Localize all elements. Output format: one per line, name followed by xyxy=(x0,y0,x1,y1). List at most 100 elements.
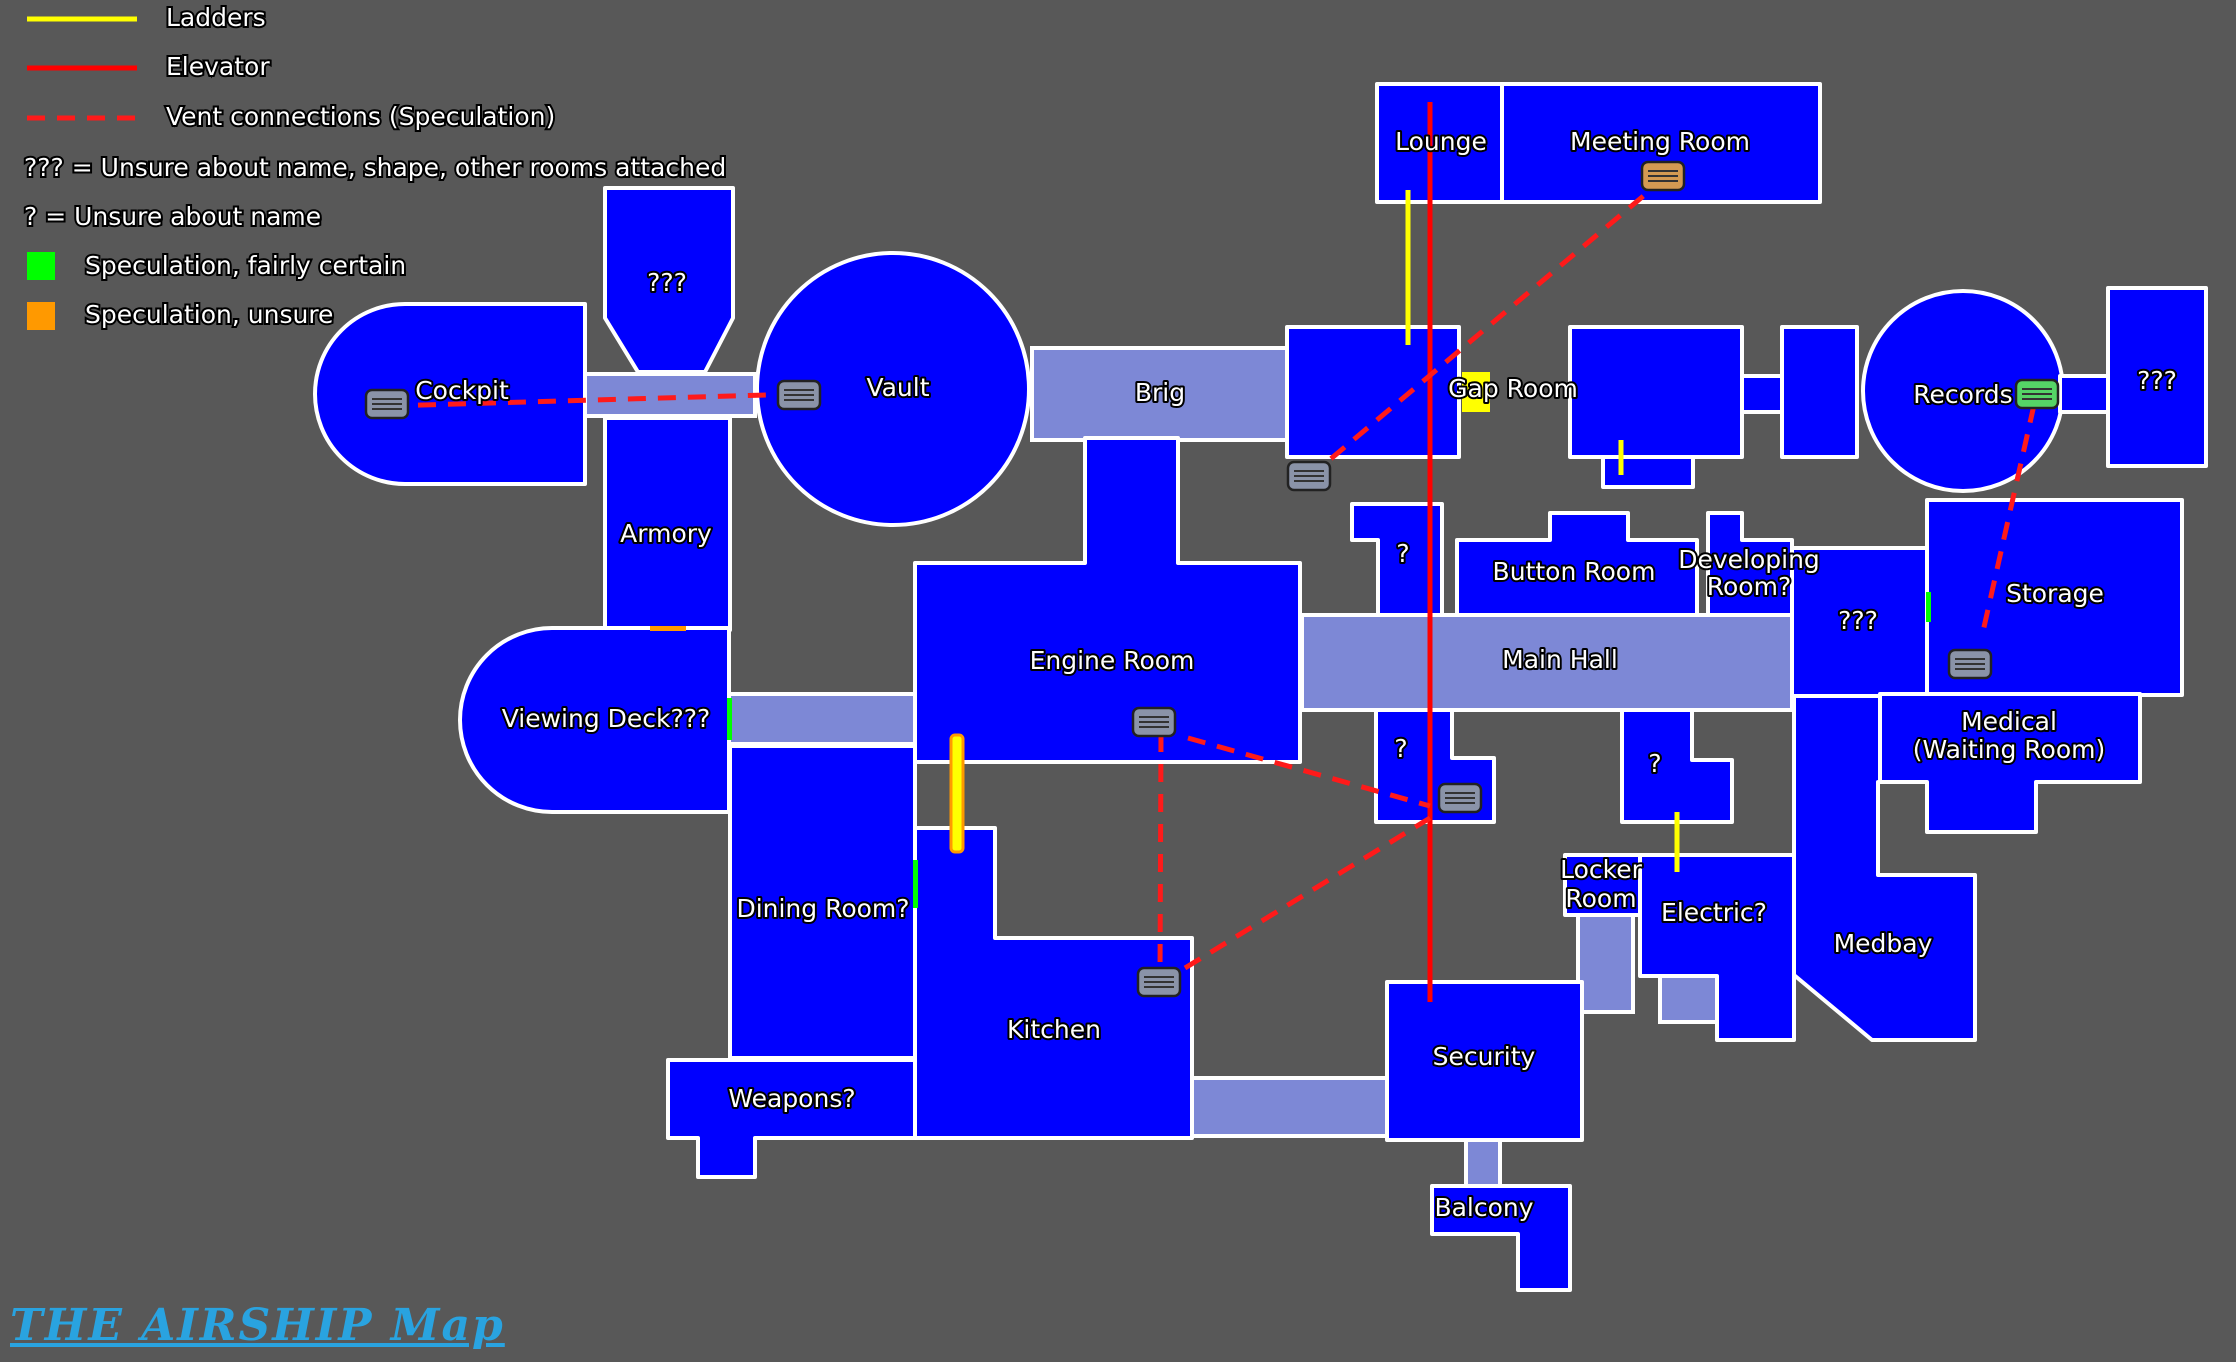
room-vault xyxy=(755,251,1031,527)
label-q-lower: ? xyxy=(1394,734,1407,763)
label-records: Records xyxy=(1913,380,2012,409)
vent-icon xyxy=(1136,966,1182,998)
label-gap-room: Gap Room xyxy=(1448,374,1578,403)
vent-connections xyxy=(387,180,2037,978)
label-q-upper: ? xyxy=(1396,539,1409,568)
vent-engine-kitchen xyxy=(1157,733,1164,978)
label-medical-1: Medical xyxy=(1961,707,2057,736)
label-developing-room-2: Room? xyxy=(1707,572,1791,601)
label-medbay: Medbay xyxy=(1834,929,1933,958)
label-lounge: Lounge xyxy=(1395,127,1487,156)
room-gap-room-small xyxy=(1780,325,1859,459)
vent-cockpit-vault xyxy=(387,391,801,409)
label-unknown-mid: ??? xyxy=(1838,606,1878,635)
vent-icon xyxy=(1947,648,1993,680)
room-medbay xyxy=(1792,694,1977,1042)
map-title[interactable]: THE AIRSHIP Map xyxy=(10,1300,505,1351)
marker-storage-door xyxy=(1926,592,1931,622)
label-electric: Electric? xyxy=(1661,898,1767,927)
marker-viewing-deck-door xyxy=(727,698,732,740)
legend-elevator-label: Elevator xyxy=(166,52,270,81)
vent-records-storage xyxy=(1979,404,2037,637)
room-lounge xyxy=(1375,82,1504,204)
hallway-main-hall xyxy=(1300,613,1794,712)
label-brig: Brig xyxy=(1135,378,1185,407)
room-unknown-top xyxy=(603,186,735,374)
room-gap-room-right xyxy=(1568,325,1744,459)
label-vault: Vault xyxy=(866,373,929,402)
vent-icon xyxy=(2014,378,2060,410)
label-meeting-room: Meeting Room xyxy=(1570,127,1750,156)
vent-brig-meeting xyxy=(1306,180,1662,480)
label-balcony: Balcony xyxy=(1434,1193,1533,1222)
room-engine-room xyxy=(913,436,1302,764)
gap-ladder-marker xyxy=(1462,372,1490,412)
connector-records-unknown xyxy=(2058,374,2112,414)
vent-icon xyxy=(364,388,410,420)
label-button-room: Button Room xyxy=(1493,557,1656,586)
room-button-room xyxy=(1455,511,1699,617)
legend-unsure-all: ??? = Unsure about name, shape, other ro… xyxy=(24,153,726,182)
vent-icon xyxy=(1286,460,1332,492)
hallway-viewing-engine xyxy=(726,692,920,746)
label-dining-room: Dining Room? xyxy=(736,894,909,923)
marker-armory-door xyxy=(650,626,686,631)
hallways xyxy=(583,346,1794,1190)
label-armory: Armory xyxy=(620,519,712,548)
legend-ladders-label: Ladders xyxy=(166,3,266,32)
room-unknown-right xyxy=(2106,286,2208,468)
room-cockpit xyxy=(313,302,587,486)
connector-gap-records xyxy=(1740,374,1784,414)
label-locker-room-2: Room xyxy=(1565,884,1636,913)
transport-lines xyxy=(949,102,1680,1002)
label-security: Security xyxy=(1433,1042,1536,1071)
room-q-right xyxy=(1620,708,1734,824)
room-labels: Cockpit ??? Vault Brig Armory Viewing De… xyxy=(413,125,2179,1224)
label-viewing-deck: Viewing Deck??? xyxy=(502,704,711,733)
room-unknown-mid xyxy=(1790,546,1929,698)
label-unknown-top: ??? xyxy=(647,268,687,297)
room-gap-room-annex xyxy=(1601,455,1695,489)
label-medical-2: (Waiting Room) xyxy=(1913,735,2106,764)
room-q-upper xyxy=(1350,502,1444,617)
label-locker-room-1: Locker xyxy=(1560,855,1642,884)
room-armory xyxy=(603,416,732,632)
room-weapons xyxy=(666,1058,917,1179)
label-unknown-right: ??? xyxy=(2137,366,2177,395)
room-dining-room xyxy=(728,744,917,1060)
label-kitchen: Kitchen xyxy=(1007,1015,1101,1044)
legend-fairly-certain-label: Speculation, fairly certain xyxy=(85,251,406,280)
legend-fairly-certain-swatch xyxy=(27,252,55,280)
vent-engine-mainhall xyxy=(1187,735,1431,809)
label-weapons: Weapons? xyxy=(728,1084,855,1113)
room-developing-room xyxy=(1706,511,1794,617)
legend: Ladders Elevator Vent connections (Specu… xyxy=(22,1,728,331)
room-balcony xyxy=(1430,1184,1572,1292)
label-storage: Storage xyxy=(2006,579,2104,608)
legend-unsure-label: Speculation, unsure xyxy=(85,300,333,329)
vent-icon xyxy=(1131,706,1177,738)
legend-unsure-name: ? = Unsure about name xyxy=(24,202,321,231)
label-engine-room: Engine Room xyxy=(1030,646,1195,675)
marker-dining-door xyxy=(913,860,918,908)
vent-icons xyxy=(364,160,2060,998)
label-cockpit: Cockpit xyxy=(415,376,509,405)
vent-icon xyxy=(1640,160,1686,192)
ladder-dining-kitchen xyxy=(949,733,965,854)
vent-kitchen-mainhall xyxy=(1183,815,1432,971)
vent-icon xyxy=(776,379,822,411)
hallway-kitchen-security xyxy=(1188,1076,1392,1138)
room-electric xyxy=(1638,853,1796,1042)
label-q-right: ? xyxy=(1648,749,1661,778)
hallway-locker xyxy=(1576,908,1635,1014)
rooms xyxy=(313,82,2208,1292)
legend-vents-label: Vent connections (Speculation) xyxy=(166,102,555,131)
room-medical xyxy=(1878,692,2142,834)
label-main-hall: Main Hall xyxy=(1502,645,1618,674)
room-viewing-deck xyxy=(458,626,731,814)
vent-icon xyxy=(1437,782,1483,814)
legend-unsure-swatch xyxy=(27,302,55,330)
hallway-balcony xyxy=(1464,1134,1502,1190)
room-security xyxy=(1385,980,1584,1142)
